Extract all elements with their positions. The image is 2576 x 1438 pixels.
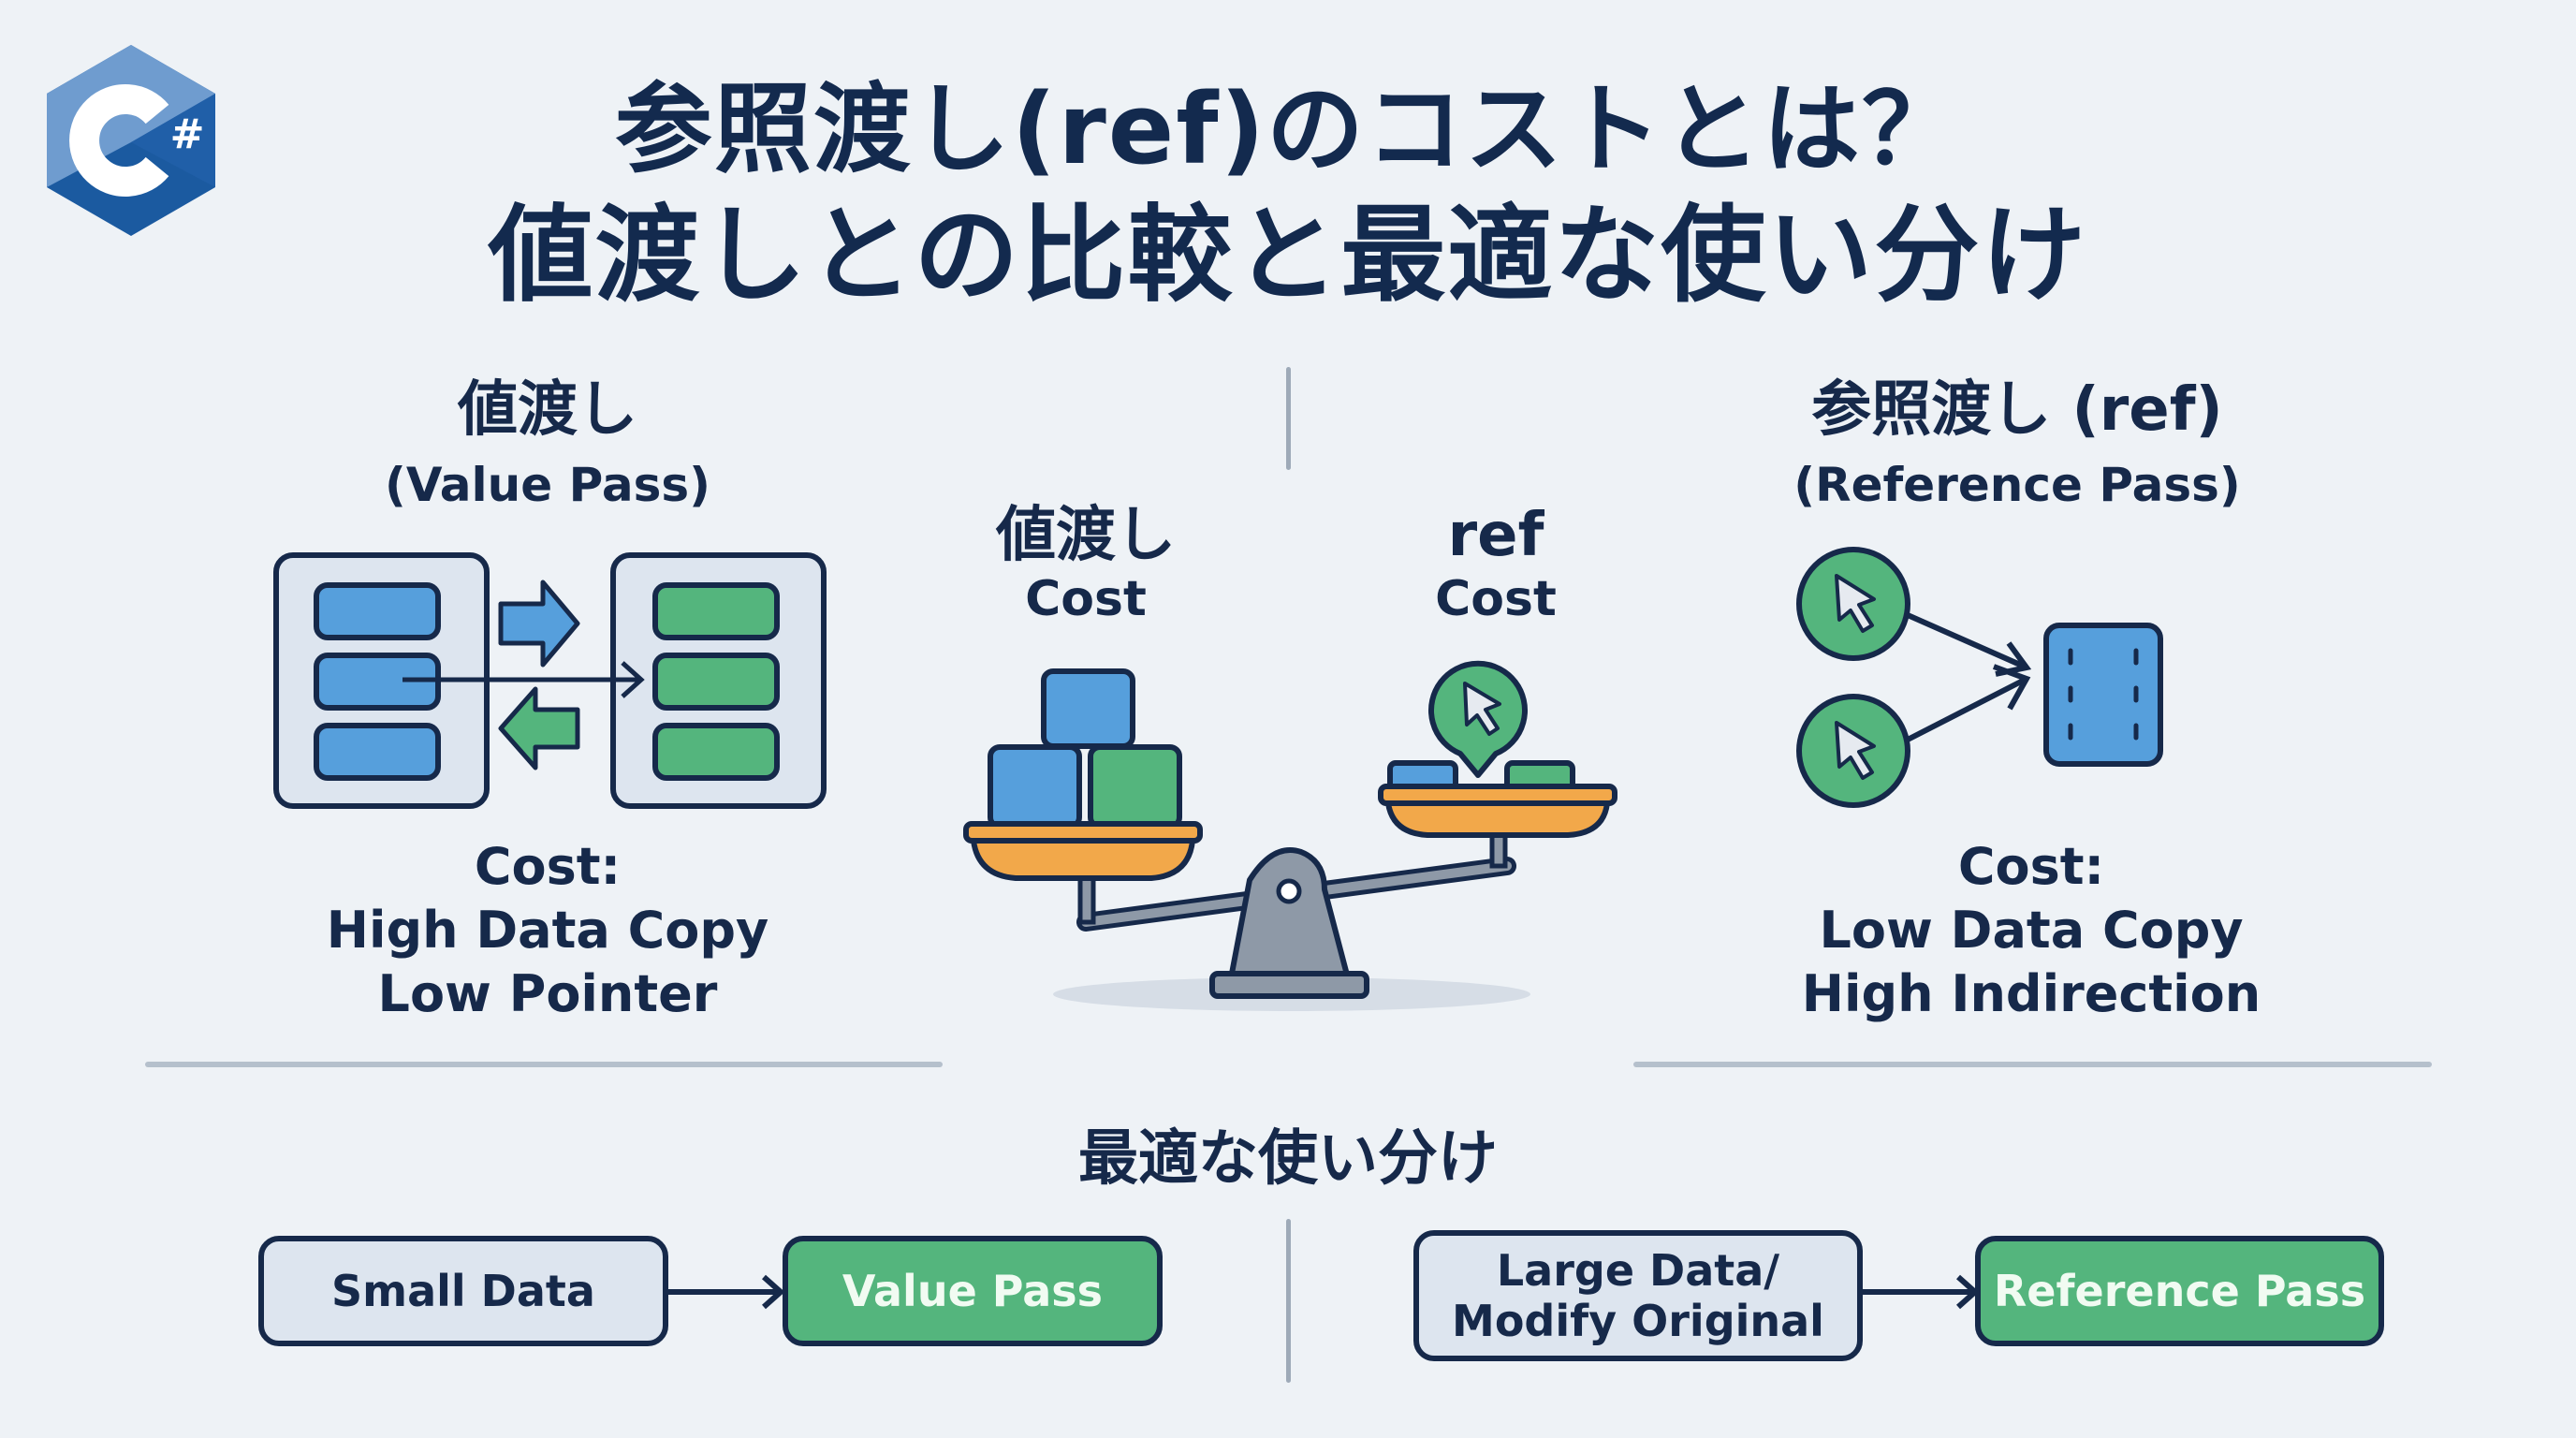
source-data-block	[314, 582, 441, 640]
arrow-right-icon	[666, 1274, 785, 1310]
left-cost-line-2: Low Pointer	[377, 964, 718, 1023]
left-cost-summary: Cost: High Data Copy Low Pointer	[267, 835, 828, 1026]
right-panel-heading-en: (Reference Pass)	[1793, 458, 2241, 512]
left-panel-heading-en: (Value Pass)	[384, 458, 711, 512]
heavy-data-block	[1041, 668, 1135, 749]
copy-data-block	[652, 582, 780, 640]
data-block-markings	[2068, 648, 2139, 741]
left-horizontal-divider	[145, 1062, 943, 1067]
rule-condition-large-data: Large Data/ Modify Original	[1413, 1230, 1863, 1361]
center-label-value: 値渡し Cost	[945, 501, 1226, 628]
right-cost-label: Cost:	[1957, 837, 2105, 896]
left-cost-line-1: High Data Copy	[326, 901, 769, 960]
scale-base	[1209, 971, 1369, 999]
scale-fulcrum	[1228, 847, 1351, 981]
left-pan	[970, 838, 1196, 881]
rule-result-reference-pass: Reference Pass	[1975, 1236, 2384, 1346]
arrow-left-icon	[498, 686, 580, 770]
copy-data-block	[652, 723, 780, 781]
center-label-value-top: 値渡し	[996, 501, 1176, 570]
center-label-ref-bottom: Cost	[1435, 571, 1557, 627]
left-cost-label: Cost:	[474, 837, 622, 896]
rule-condition-line-1: Large Data/	[1496, 1245, 1780, 1296]
right-cost-line-1: Low Data Copy	[1819, 901, 2244, 960]
right-pan	[1384, 800, 1611, 838]
rule-condition-small-data: Small Data	[258, 1236, 668, 1346]
left-panel-heading-jp: 値渡し	[458, 375, 637, 445]
scale-pivot	[1276, 878, 1302, 904]
copy-line-arrowhead	[621, 661, 645, 698]
shared-data-block	[2043, 623, 2163, 767]
rule-result-value-pass: Value Pass	[783, 1236, 1163, 1346]
center-label-ref-top: ref	[1447, 501, 1544, 570]
right-cost-line-2: High Indirection	[1801, 964, 2261, 1023]
balance-scale-icon	[963, 660, 1617, 1011]
csharp-logo-icon: #	[47, 45, 215, 236]
top-center-divider	[1286, 367, 1291, 470]
logo-c-letter	[69, 84, 169, 197]
cursor-pointer-icon	[1835, 574, 1876, 633]
copy-data-block	[652, 653, 780, 711]
arrow-right-icon	[1861, 1274, 1980, 1310]
page-title-line-2: 値渡しとの比較と最適な使い分け	[488, 195, 2088, 316]
logo-hexagon-mid	[131, 94, 215, 187]
logo-sharp-glyph: #	[170, 110, 205, 158]
reference-arrowhead	[1992, 664, 2031, 711]
page-title-line-1: 参照渡し(ref)のコストとは？	[614, 72, 1962, 186]
right-panel-heading-jp: 参照渡し (ref)	[1811, 375, 2223, 445]
heavy-data-block	[988, 744, 1082, 829]
source-data-block	[314, 723, 441, 781]
cursor-pointer-icon	[1835, 721, 1876, 780]
arrow-right-icon	[498, 580, 580, 668]
cursor-pointer-icon	[1463, 682, 1501, 736]
reference-arrow	[1906, 676, 2028, 742]
right-horizontal-divider	[1633, 1062, 2432, 1067]
reference-arrow	[1906, 612, 2028, 670]
value-copy-diagram-icon	[273, 552, 827, 809]
rule-condition-line-2: Modify Original	[1452, 1296, 1824, 1346]
reference-pointer-diagram-icon	[1796, 547, 2163, 808]
center-label-ref: ref Cost	[1355, 501, 1636, 628]
usage-guide-heading: 最適な使い分け	[1078, 1124, 1498, 1194]
bottom-center-divider	[1286, 1219, 1291, 1383]
center-label-value-bottom: Cost	[1025, 571, 1147, 627]
heavy-data-block	[1088, 744, 1182, 829]
right-cost-summary: Cost: Low Data Copy High Indirection	[1741, 835, 2321, 1026]
